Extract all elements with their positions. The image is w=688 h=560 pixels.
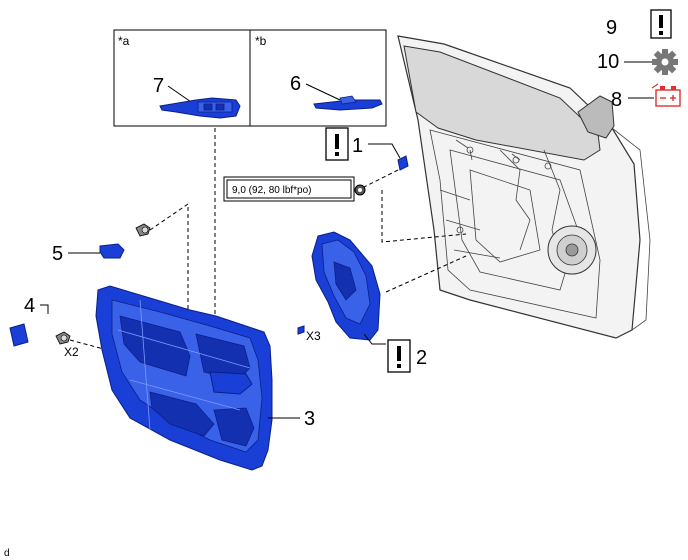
detail-a-label: *a (118, 34, 130, 48)
screw-upper (135, 223, 151, 237)
part-number-1: 1 (352, 135, 363, 157)
screw-lower (55, 331, 71, 345)
part-number-9: 9 (606, 17, 617, 39)
trim-cap-part-5 (99, 243, 125, 259)
service-hole-cover-part-2 (311, 231, 381, 341)
clip-part-1 (397, 155, 409, 171)
footer-code: d (4, 548, 10, 559)
clip-part-4 (9, 323, 29, 347)
part-number-2: 2 (416, 347, 427, 369)
caution-icon-part-2 (387, 339, 411, 373)
quantity-x2: X2 (64, 345, 79, 359)
torque-spec-text: 9,0 (92, 80 lbf*po) (232, 185, 312, 196)
part-number-7: 7 (153, 75, 164, 97)
window-switch-bezel-part (313, 95, 383, 111)
battery-icon (651, 83, 681, 107)
part-number-10: 10 (597, 51, 619, 73)
quantity-x3: X3 (306, 329, 321, 343)
part-number-8: 8 (611, 89, 622, 111)
caution-icon (650, 9, 672, 39)
power-window-switch-part (159, 97, 241, 119)
door-panel-illustration (397, 35, 651, 339)
caution-icon-part-1 (325, 127, 349, 161)
detail-box-a: *a 7 (113, 29, 251, 127)
nut-part (354, 184, 366, 196)
gear-icon (652, 49, 678, 75)
part-number-5: 5 (52, 243, 63, 265)
part-number-3: 3 (304, 408, 315, 430)
clip-x3 (297, 325, 305, 335)
detail-b-label: *b (255, 34, 267, 48)
door-trim-board-part-3 (95, 285, 273, 471)
detail-box-b: *b 6 (249, 29, 387, 127)
torque-spec-box: 9,0 (92, 80 lbf*po) (223, 176, 355, 202)
part-number-4: 4 (24, 295, 35, 317)
part-number-6: 6 (290, 73, 301, 95)
